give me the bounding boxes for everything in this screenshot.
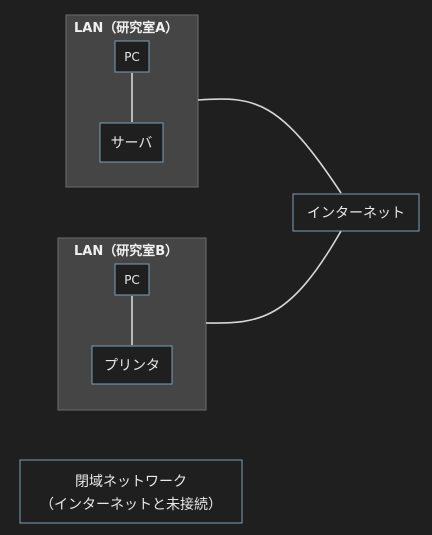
internet-label: インターネット [307,206,405,222]
printer-label: プリンタ [104,358,160,374]
node-printer[interactable]: プリンタ [91,345,173,385]
pc-b-box [114,263,150,296]
node-server[interactable]: サーバ [99,122,164,163]
node-internet[interactable]: インターネット [292,193,420,232]
closed-network-line2: （インターネットと未接続） [40,496,222,513]
node-pc-b[interactable]: PC [114,263,150,296]
pc-b-label: PC [124,273,140,287]
pc-a-label: PC [124,50,140,64]
server-label: サーバ [111,136,153,152]
edge-lab-a-to-internet [197,98,342,194]
node-closed-network[interactable]: 閉域ネットワーク （インターネットと未接続） [19,459,243,524]
internet-box [292,193,420,232]
server-box [99,122,164,163]
closed-network-line1: 閉域ネットワーク [75,474,187,490]
pc-a-box [114,40,150,73]
cluster-lab-b-label: LAN（研究室B） [74,243,178,259]
printer-box [91,345,173,385]
cluster-lab-a-label: LAN（研究室A） [74,20,178,36]
closed-network-box [19,459,243,524]
edge-lab-b-to-internet [205,230,342,324]
node-pc-a[interactable]: PC [114,40,150,73]
